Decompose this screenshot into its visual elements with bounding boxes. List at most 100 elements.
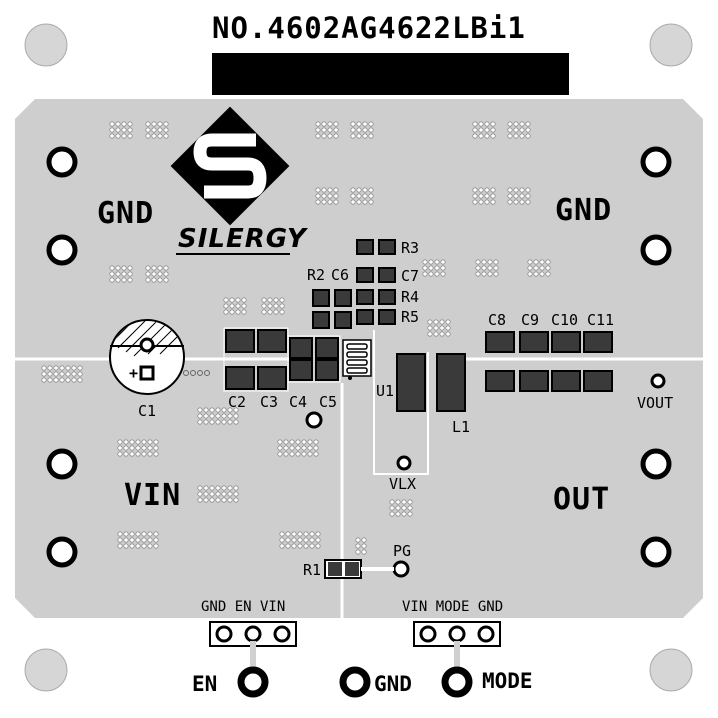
via xyxy=(151,121,157,127)
via xyxy=(350,199,356,205)
label-r2: R2 xyxy=(307,266,326,284)
via xyxy=(129,531,135,537)
via xyxy=(484,199,490,205)
via xyxy=(129,451,135,457)
via xyxy=(350,133,356,139)
via xyxy=(315,543,321,549)
via xyxy=(233,413,239,419)
via xyxy=(434,265,440,271)
via xyxy=(153,543,159,549)
via xyxy=(519,121,525,127)
via xyxy=(221,485,227,491)
via xyxy=(153,537,159,543)
via xyxy=(356,133,362,139)
via xyxy=(227,413,233,419)
via xyxy=(428,265,434,271)
via xyxy=(115,133,121,139)
via xyxy=(235,309,241,315)
via xyxy=(121,133,127,139)
via xyxy=(267,303,273,309)
via xyxy=(151,265,157,271)
via xyxy=(434,259,440,265)
via xyxy=(327,121,333,127)
via xyxy=(427,325,433,331)
via xyxy=(127,277,133,283)
via xyxy=(163,127,169,133)
via xyxy=(333,193,339,199)
via xyxy=(121,271,127,277)
board-number: NO.4602AG4622LBi1 xyxy=(212,11,526,45)
via xyxy=(395,511,401,517)
label-c3: C3 xyxy=(260,393,279,411)
via xyxy=(229,303,235,309)
via xyxy=(109,265,115,271)
via xyxy=(301,451,307,457)
smd-pads-output xyxy=(485,331,613,392)
via xyxy=(433,331,439,337)
via xyxy=(123,439,129,445)
via xyxy=(203,407,209,413)
via xyxy=(291,543,297,549)
via xyxy=(297,537,303,543)
via xyxy=(484,193,490,199)
via xyxy=(197,419,203,425)
via xyxy=(197,413,203,419)
via xyxy=(233,491,239,497)
via xyxy=(303,531,309,537)
via xyxy=(433,325,439,331)
via xyxy=(53,365,59,371)
via xyxy=(507,121,513,127)
via xyxy=(321,133,327,139)
via xyxy=(478,187,484,193)
via xyxy=(439,325,445,331)
label-pg: PG xyxy=(393,542,412,560)
via xyxy=(223,297,229,303)
via xyxy=(283,439,289,445)
via xyxy=(163,271,169,277)
via xyxy=(209,407,215,413)
via xyxy=(478,193,484,199)
via xyxy=(47,365,53,371)
via xyxy=(153,445,159,451)
label-r3: R3 xyxy=(401,239,420,257)
via xyxy=(445,325,451,331)
via xyxy=(545,259,551,265)
via xyxy=(440,271,446,277)
via xyxy=(327,133,333,139)
via xyxy=(333,199,339,205)
pad-label-en: EN xyxy=(192,672,218,696)
via xyxy=(223,303,229,309)
via xyxy=(127,265,133,271)
via xyxy=(545,271,551,277)
via xyxy=(309,531,315,537)
via xyxy=(350,187,356,193)
label-c10: C10 xyxy=(551,311,579,329)
via xyxy=(141,537,147,543)
via xyxy=(297,543,303,549)
u1-chip xyxy=(342,339,372,380)
via xyxy=(484,121,490,127)
via xyxy=(151,271,157,277)
via xyxy=(407,511,413,517)
via xyxy=(527,259,533,265)
via xyxy=(513,133,519,139)
via xyxy=(539,265,545,271)
via xyxy=(513,187,519,193)
via xyxy=(53,377,59,383)
via xyxy=(197,485,203,491)
via xyxy=(283,445,289,451)
via xyxy=(295,439,301,445)
label-vlx: VLX xyxy=(389,475,417,493)
label-c1-plus: + xyxy=(129,364,139,382)
via xyxy=(507,193,513,199)
via xyxy=(153,451,159,457)
via xyxy=(484,127,490,133)
via xyxy=(65,377,71,383)
via xyxy=(123,531,129,537)
via xyxy=(261,297,267,303)
via xyxy=(368,133,374,139)
via xyxy=(127,271,133,277)
via xyxy=(313,445,319,451)
via xyxy=(333,133,339,139)
